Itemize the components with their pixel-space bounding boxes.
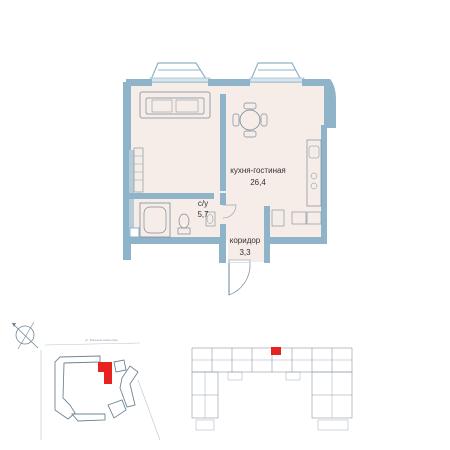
wall-bottom-left — [123, 237, 221, 244]
wall-top-left — [126, 79, 152, 86]
site-minimap: ул. Большая Никитская — [11, 321, 161, 441]
site-building-south — [71, 413, 106, 422]
wall-corner-right — [318, 79, 336, 128]
bathtub — [139, 202, 171, 238]
room-area-kitchen-living: 26,4 — [250, 178, 266, 187]
wall-top-middle — [208, 79, 250, 86]
wall-top-right — [302, 79, 326, 86]
utility-shaft — [129, 227, 140, 238]
site-building-main — [54, 355, 101, 420]
floor-highlight — [271, 347, 281, 355]
room-name-bathroom: с/у — [198, 199, 208, 208]
wall-bathroom-right-stub — [220, 193, 226, 205]
apartment-plan: кухня-гостиная 26,4 с/у 5,7 коридор 3,3 — [123, 62, 336, 296]
sink — [205, 211, 216, 227]
window-bay-right — [249, 62, 305, 83]
wall-corridor-left — [219, 237, 226, 263]
street-diagonal-line — [137, 379, 161, 441]
sofa — [139, 91, 211, 119]
street-top-line — [44, 342, 141, 346]
entrance-door — [228, 259, 251, 296]
bathroom-door — [222, 204, 237, 219]
dining-table — [232, 102, 268, 138]
site-building-se — [107, 399, 127, 419]
room-area-bathroom: 5,7 — [197, 210, 209, 219]
room-area-corridor: 3,3 — [239, 248, 251, 257]
wall-corridor-right — [264, 206, 270, 263]
wall-right — [321, 125, 327, 243]
apartment-floor — [129, 82, 325, 262]
street-top-label: ул. Большая Никитская — [85, 338, 118, 342]
wall-living-partition — [220, 94, 226, 191]
wall-bathroom-right — [220, 224, 226, 240]
room-name-kitchen-living: кухня-гостиная — [230, 166, 286, 175]
wall-bathroom-top — [129, 193, 214, 199]
wall-bottom-right — [265, 237, 327, 244]
wall-left — [123, 82, 131, 260]
site-building-top-right — [113, 359, 127, 373]
window-bay-left — [149, 62, 211, 83]
room-name-corridor: коридор — [230, 236, 261, 245]
site-highlight — [98, 362, 112, 384]
toilet — [177, 213, 191, 235]
site-building-east — [119, 365, 139, 408]
kitchen-counter — [271, 139, 322, 227]
compass-icon — [11, 321, 39, 350]
wardrobe — [133, 147, 144, 193]
floor-minimap — [191, 347, 353, 431]
